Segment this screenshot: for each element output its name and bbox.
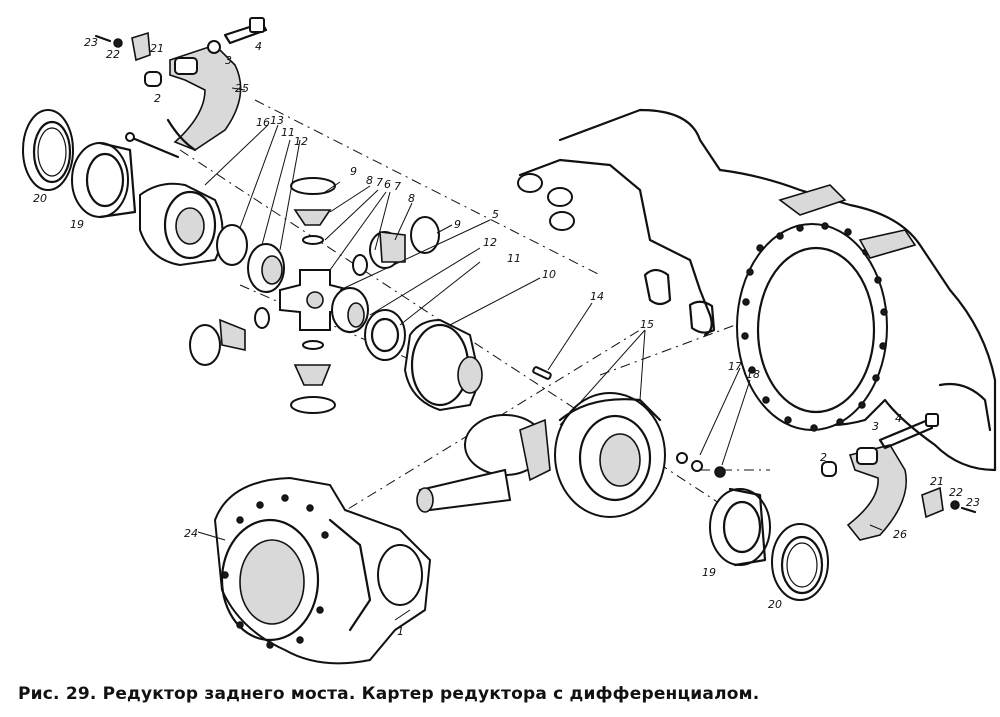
- callout-23a: 23: [84, 36, 98, 49]
- callout-12b: 12: [483, 236, 497, 249]
- callout-16: 16: [256, 116, 270, 129]
- callout-4a: 4: [255, 40, 262, 53]
- callout-22a: 22: [106, 48, 120, 61]
- callout-6: 6: [384, 178, 391, 191]
- callout-2a: 2: [154, 92, 161, 105]
- callout-7b: 7: [394, 180, 401, 193]
- callout-19b: 19: [702, 566, 716, 579]
- callout-25: 25: [235, 82, 249, 95]
- figure-caption: Рис. 29. Редуктор заднего моста. Картер …: [18, 684, 760, 704]
- exploded-view-diagram: 23 22 21 3 4 2 25 16 13 11 12 20 19 9 8 …: [22, 17, 997, 665]
- differential-case-right: [331, 287, 552, 412]
- bearing-cap-26: [821, 413, 977, 541]
- callout-4b: 4: [895, 412, 902, 425]
- bearing-cap-25: [94, 17, 268, 159]
- callout-13: 13: [270, 114, 284, 127]
- callout-19a: 19: [70, 218, 84, 231]
- callout-9b: 9: [454, 218, 461, 231]
- callout-7: 7: [376, 176, 383, 189]
- callout-20a: 20: [33, 192, 47, 205]
- callout-8b: 8: [408, 192, 415, 205]
- gear-housing-24: [213, 476, 432, 665]
- callout-11b: 11: [507, 252, 521, 265]
- callout-21a: 21: [150, 42, 164, 55]
- callout-24: 24: [184, 527, 198, 540]
- callout-8a: 8: [366, 174, 373, 187]
- differential-case-left: [139, 182, 285, 293]
- callout-21b: 21: [930, 475, 944, 488]
- callout-labels: 23 22 21 3 4 2 25 16 13 11 12 20 19 9 8 …: [33, 36, 980, 638]
- callout-22b: 22: [949, 486, 963, 499]
- callout-14: 14: [590, 290, 604, 303]
- callout-17: 17: [728, 360, 742, 373]
- leader-lines: [197, 87, 883, 621]
- callout-26: 26: [893, 528, 907, 541]
- drive-gear-set: [416, 392, 726, 518]
- callout-15: 15: [640, 318, 654, 331]
- spider-and-satellites: [189, 177, 440, 414]
- callout-2b: 2: [820, 451, 827, 464]
- callout-1: 1: [397, 625, 404, 638]
- callout-3b: 3: [872, 420, 879, 433]
- callout-11a: 11: [281, 126, 295, 139]
- callout-20b: 20: [768, 598, 782, 611]
- bearing-left: [22, 109, 137, 219]
- callout-12a: 12: [294, 135, 308, 148]
- callout-3a: 3: [225, 54, 232, 67]
- callout-23b: 23: [966, 496, 980, 509]
- axle-housing: [517, 108, 997, 472]
- callout-9a: 9: [350, 165, 357, 178]
- callout-10: 10: [542, 268, 556, 281]
- bearing-right: [709, 487, 829, 601]
- callout-5: 5: [492, 208, 499, 221]
- callout-18: 18: [746, 368, 760, 381]
